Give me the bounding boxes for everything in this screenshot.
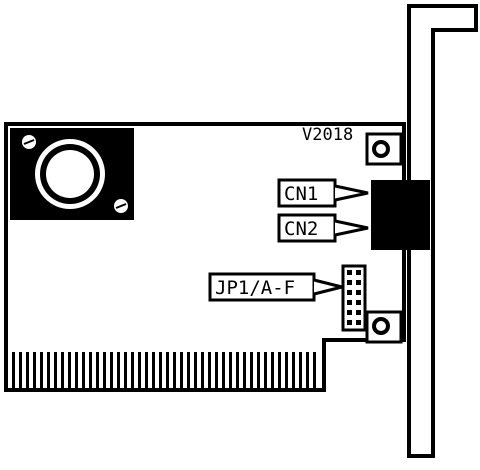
edge-finger — [236, 352, 239, 388]
edge-finger — [75, 352, 78, 388]
edge-finger — [138, 352, 141, 388]
edge-finger — [180, 352, 183, 388]
edge-finger — [103, 352, 106, 388]
edge-finger — [68, 352, 71, 388]
jumper-callout: JP1/A-F — [208, 272, 343, 302]
jumper-pin — [356, 270, 361, 275]
edge-finger — [124, 352, 127, 388]
edge-finger — [306, 352, 309, 388]
oscillator-component — [10, 128, 134, 220]
edge-finger — [215, 352, 218, 388]
jumper-pin — [356, 280, 361, 285]
edge-finger — [201, 352, 204, 388]
edge-finger — [285, 352, 288, 388]
cn2-label: CN2 — [284, 218, 318, 240]
jumper-pin — [347, 290, 352, 295]
edge-finger — [19, 352, 22, 388]
edge-finger — [89, 352, 92, 388]
edge-finger — [229, 352, 232, 388]
connector-block — [371, 180, 430, 250]
edge-finger — [152, 352, 155, 388]
edge-finger — [54, 352, 57, 388]
edge-finger — [145, 352, 148, 388]
jumper-pin — [356, 310, 361, 315]
jumper-pin — [347, 270, 352, 275]
edge-finger — [96, 352, 99, 388]
edge-finger — [299, 352, 302, 388]
top-screw — [365, 132, 403, 166]
jumper-pin — [356, 300, 361, 305]
cn1-label: CN1 — [284, 183, 318, 205]
jumper-pin — [347, 300, 352, 305]
edge-finger — [110, 352, 113, 388]
edge-finger — [166, 352, 169, 388]
edge-finger — [33, 352, 36, 388]
edge-finger — [278, 352, 281, 388]
edge-finger — [194, 352, 197, 388]
cn2-callout: CN2 — [277, 213, 369, 243]
edge-finger — [12, 352, 15, 388]
edge-finger — [131, 352, 134, 388]
edge-finger — [264, 352, 267, 388]
edge-finger — [117, 352, 120, 388]
jumper-pin — [347, 310, 352, 315]
bottom-screw — [365, 310, 403, 344]
edge-finger — [222, 352, 225, 388]
edge-connector-fingers — [12, 352, 316, 388]
edge-finger — [271, 352, 274, 388]
edge-finger — [173, 352, 176, 388]
jumper-label: JP1/A-F — [215, 277, 295, 299]
jumper-pin — [356, 290, 361, 295]
edge-finger — [257, 352, 260, 388]
edge-finger — [82, 352, 85, 388]
edge-finger — [292, 352, 295, 388]
model-label: V2018 — [302, 125, 353, 145]
edge-finger — [187, 352, 190, 388]
edge-finger — [40, 352, 43, 388]
jumper-pin — [347, 280, 352, 285]
edge-finger — [159, 352, 162, 388]
jumper-pin — [356, 320, 361, 325]
jumper-pin — [347, 320, 352, 325]
edge-finger — [26, 352, 29, 388]
cn1-callout: CN1 — [277, 178, 369, 208]
edge-finger — [313, 352, 316, 388]
edge-finger — [61, 352, 64, 388]
edge-finger — [47, 352, 50, 388]
edge-finger — [243, 352, 246, 388]
jumper-block — [341, 264, 367, 332]
edge-finger — [208, 352, 211, 388]
edge-finger — [250, 352, 253, 388]
